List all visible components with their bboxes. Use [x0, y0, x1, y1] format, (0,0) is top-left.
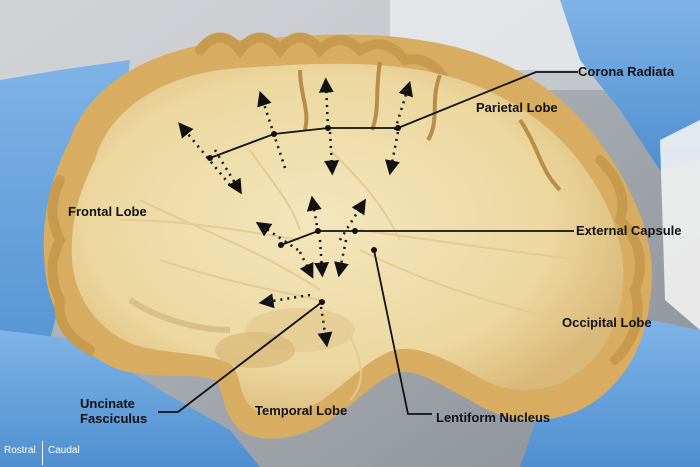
label-external-capsule: External Capsule: [576, 223, 682, 238]
orientation-divider: [42, 441, 43, 465]
label-frontal-lobe: Frontal Lobe: [68, 204, 147, 219]
label-uncinate-line1: Uncinate: [80, 396, 135, 411]
label-occipital-lobe: Occipital Lobe: [562, 315, 652, 330]
label-lentiform-nucleus: Lentiform Nucleus: [436, 410, 551, 425]
label-corona-radiata: Corona Radiata: [578, 64, 675, 79]
orientation-caudal: Caudal: [48, 445, 80, 456]
label-uncinate-fasciculus: Uncinate Fasciculus: [80, 396, 170, 426]
label-parietal-lobe: Parietal Lobe: [476, 100, 558, 115]
label-temporal-lobe: Temporal Lobe: [255, 403, 348, 418]
orientation-rostral: Rostral: [4, 445, 36, 456]
label-uncinate-line2: Fasciculus: [80, 411, 148, 426]
